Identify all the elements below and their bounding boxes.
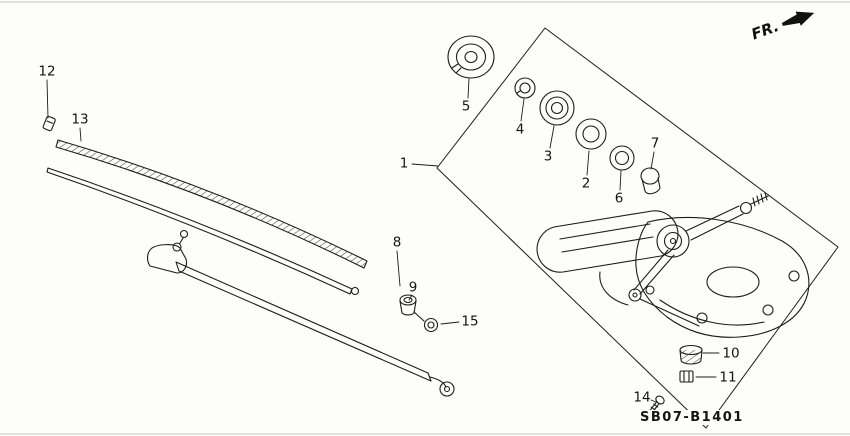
part-2-washer	[575, 118, 607, 150]
part-4-nut	[514, 77, 536, 99]
wiper-blade	[42, 115, 368, 296]
part-9-bushing	[399, 294, 425, 322]
blade-clip	[42, 115, 56, 132]
part-5-grommet	[447, 35, 495, 79]
part-7-spacer	[640, 167, 661, 195]
wiper-motor-assembly	[536, 192, 810, 338]
part-10-cap	[679, 344, 703, 365]
assembly-boundary	[436, 27, 839, 429]
part-6-ring	[609, 145, 635, 171]
fr-arrow-icon	[781, 11, 814, 26]
part-11-grommet	[679, 370, 694, 383]
direction-indicator: FR.	[749, 4, 817, 43]
part-3-bushing	[539, 90, 575, 126]
diagram-code: SB07-B1401	[637, 410, 747, 425]
wiper-arm	[147, 229, 455, 397]
part-15-nut	[423, 317, 439, 333]
